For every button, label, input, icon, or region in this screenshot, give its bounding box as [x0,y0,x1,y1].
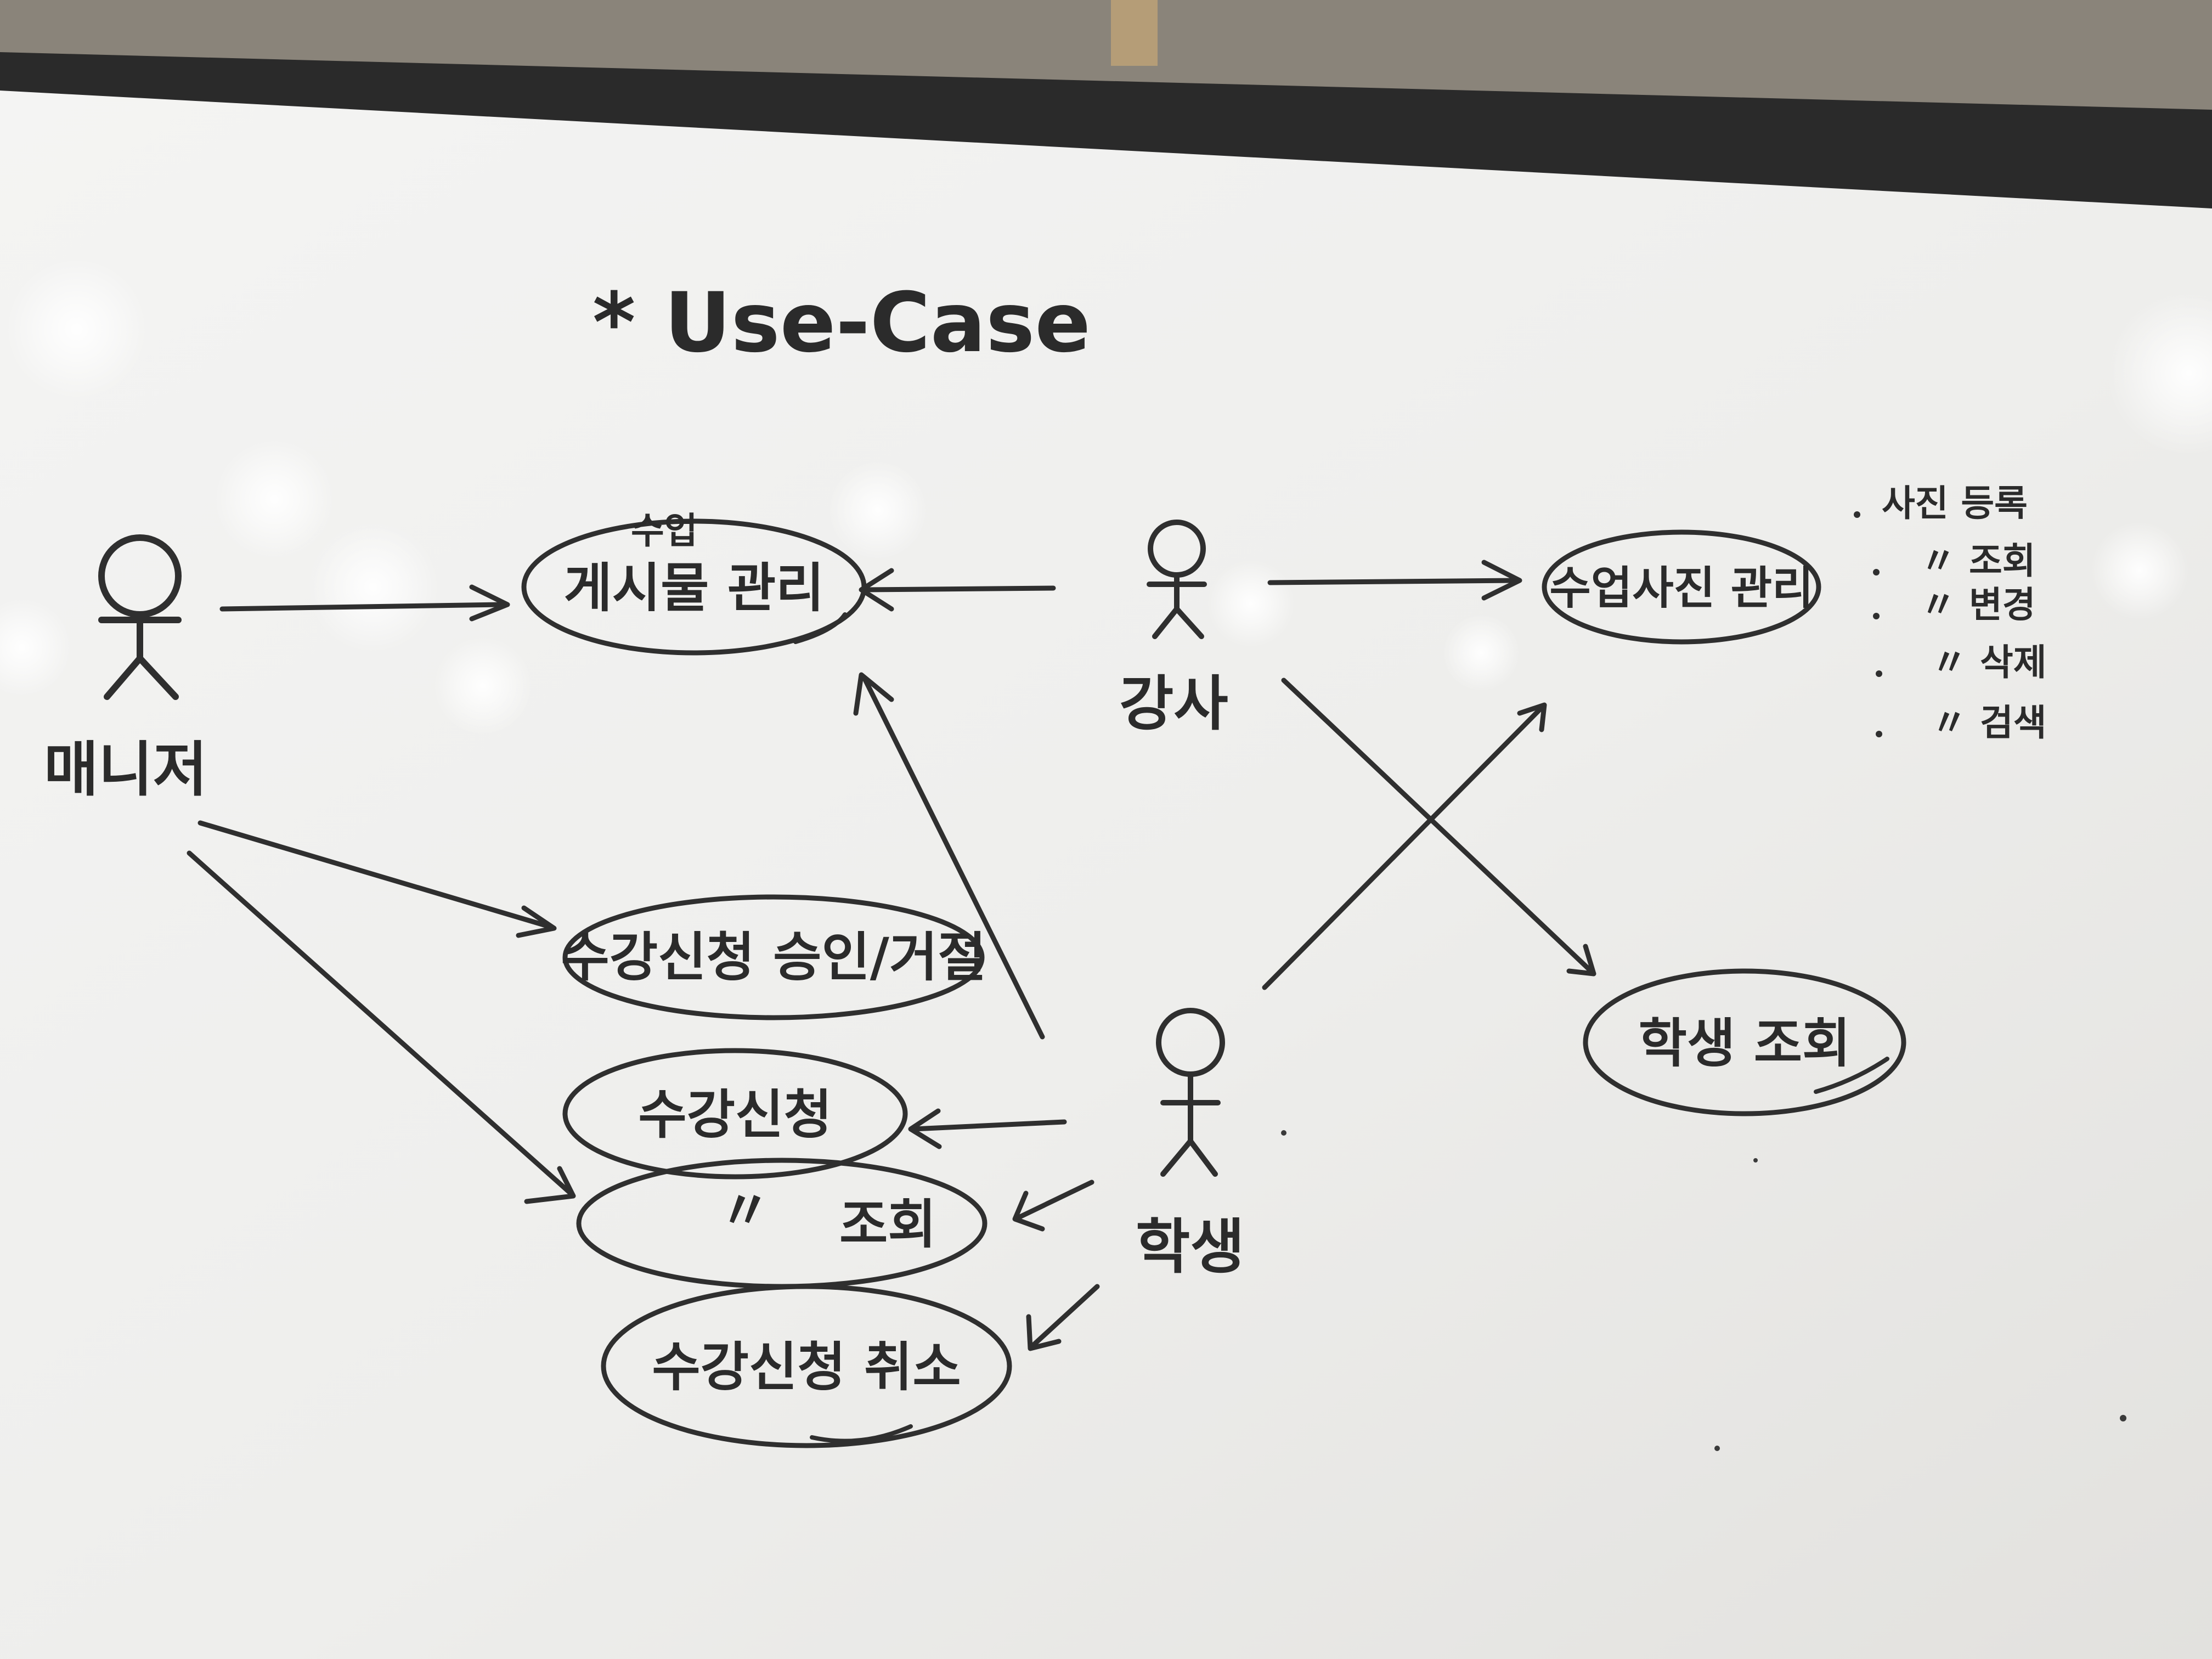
usecase-enroll-apply: 수강신청 [562,1048,908,1180]
board-surface [0,91,2212,1659]
light-reflections [0,258,2212,735]
usecase-enroll-cancel: 수강신청 취소 [601,1284,1012,1448]
marker-specks [1281,1130,2126,1451]
photo-note-item: 〃 조회 [1920,540,2035,582]
actor-student-label: 학생 [1136,1213,1245,1282]
actor-manager: 매니저 [44,534,207,804]
usecase-board-manage-label: 게시물 관리 [563,557,824,619]
photo-note-item: 〃 변경 [1920,584,2035,626]
usecase-enroll-apply-label: 수강신청 [638,1084,832,1146]
actor-manager-label: 매니저 [44,736,207,804]
usecase-enroll-approve-reject-label: 수강신청 승인/거절 [561,927,986,988]
association-arrows [187,560,1596,1351]
usecase-class-photo-manage-label: 수업사진 관리 [1549,562,1813,614]
usecase-student-inquiry: 학생 조회 [1583,968,1906,1116]
actor-instructor: 강사 [1119,520,1228,738]
arrow-instructor-to-class-photo [1267,560,1522,601]
usecase-student-inquiry-label: 학생 조회 [1639,1013,1851,1074]
arrow-instructor-to-board-manage [859,568,1056,612]
photo-note-item: 〃 삭제 [1931,641,2046,684]
photo-note-item: 사진 등록 [1882,482,2028,524]
usecase-class-photo-manage: 수업사진 관리 [1542,529,1821,645]
stick-figure-icon [1147,520,1207,639]
arrow-student-to-board-manage [853,672,1045,1040]
photo-notes: 사진 등록 〃 조회 〃 변경 〃 삭제 〃 검색 [1854,482,2046,744]
note-bullet [1873,569,1880,575]
arrow-student-to-enroll-apply [908,1108,1067,1149]
arrow-manager-to-enroll-inquiry [187,850,576,1204]
usecase-enroll-inquiry-label: 조회 [839,1194,936,1255]
arrow-student-to-class-photo [1262,702,1547,990]
usecase-board-manage-prefix: 수업 [631,510,697,552]
actor-student: 학생 [1136,1008,1245,1282]
diagram-title: * Use-Case [592,275,1091,371]
wall-post [1111,0,1158,66]
note-bullet [1876,670,1882,677]
photo-note-item: 〃 검색 [1931,702,2046,744]
arrow-instructor-to-student-inquiry [1281,678,1596,977]
stick-figure-icon [98,534,182,700]
arrow-manager-to-board-manage [219,584,510,622]
usecase-enroll-inquiry-ditto: 〃 [719,1180,771,1242]
usecase-enroll-cancel-label: 수강신청 취소 [652,1336,961,1398]
note-bullet [1854,511,1860,518]
stick-figure-icon [1156,1008,1225,1177]
note-bullet [1873,613,1880,619]
note-bullet [1876,731,1882,737]
arrow-student-to-enroll-inquiry [1012,1180,1094,1232]
usecase-enroll-approve-reject: 수강신청 승인/거절 [561,894,986,1020]
arrow-student-to-enroll-cancel [1026,1284,1100,1351]
actor-instructor-label: 강사 [1119,670,1228,738]
arrow-manager-to-approve-reject [198,820,557,938]
